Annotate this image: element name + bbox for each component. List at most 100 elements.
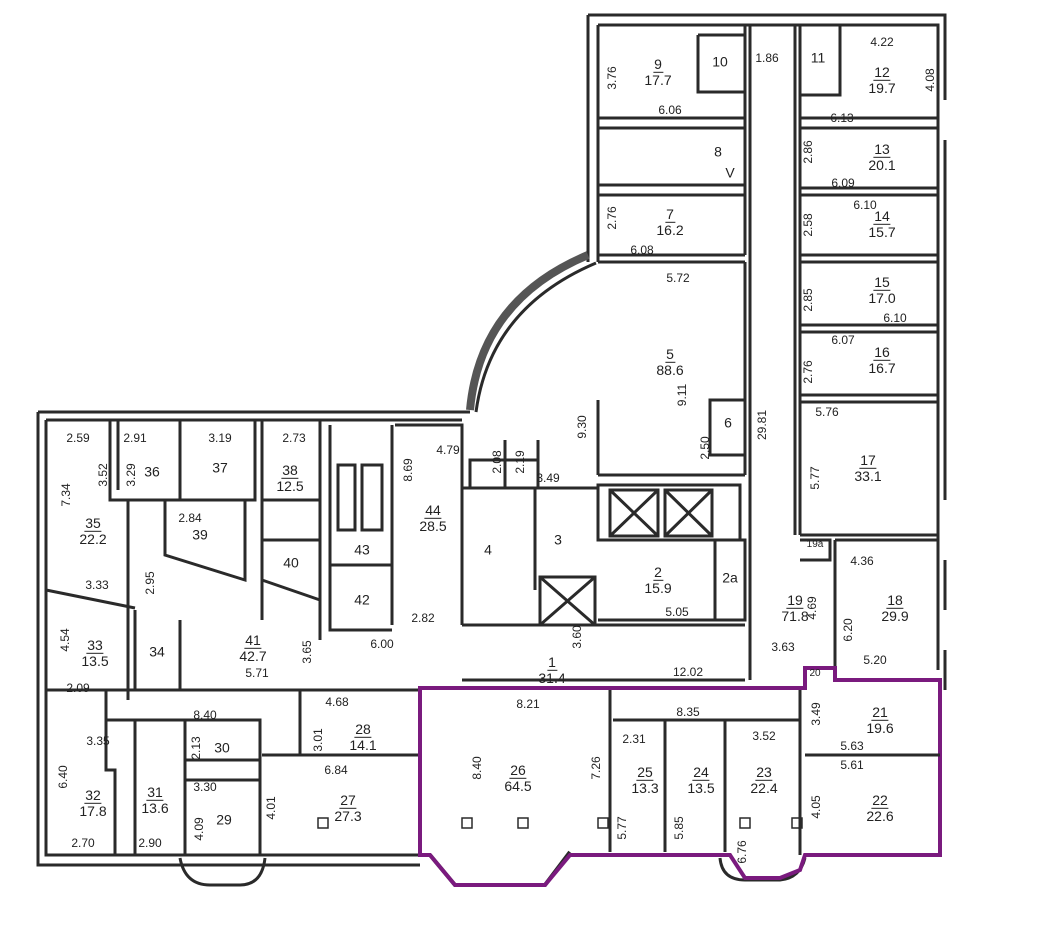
room-number: 17 xyxy=(859,451,877,469)
room-number: 29 xyxy=(216,811,232,828)
room-area: 20.1 xyxy=(868,156,896,173)
room-number: 15 xyxy=(873,273,891,291)
dimension-label: 5.85 xyxy=(672,816,686,840)
dimension-label: 6.20 xyxy=(841,618,855,642)
walls xyxy=(36,13,947,887)
dimension-label: 2.13 xyxy=(189,736,203,760)
columns xyxy=(317,817,803,829)
room-label-29: 29 xyxy=(215,811,233,828)
room-area: 17.8 xyxy=(79,802,107,819)
dimension-label: 2.58 xyxy=(801,213,815,237)
dimension-label: 9.30 xyxy=(575,415,589,439)
dimension-label: 4.09 xyxy=(192,817,206,841)
room-area: 14.1 xyxy=(349,736,377,753)
dimension-label: 2.08 xyxy=(490,450,504,474)
dimension-label: 2.31 xyxy=(622,732,646,746)
dimension-label: 5.20 xyxy=(863,653,887,667)
room-label-3: 3 xyxy=(553,532,563,548)
room-number: 21 xyxy=(871,703,889,721)
dimension-label: 2.91 xyxy=(123,431,147,445)
room-number: V xyxy=(725,164,735,181)
room-number: 40 xyxy=(283,554,299,571)
dimension-label: 5.61 xyxy=(840,758,864,772)
room-area: 16.7 xyxy=(868,359,896,376)
dimension-label: 6.07 xyxy=(831,333,855,347)
room-area: 19.6 xyxy=(866,719,894,736)
room-number: 16 xyxy=(873,343,891,361)
dimension-label: 7.34 xyxy=(59,483,73,507)
dimension-label: 12.02 xyxy=(672,665,704,679)
room-area: 15.7 xyxy=(868,223,896,240)
room-number: 2a xyxy=(722,569,738,586)
dimension-label: 4.22 xyxy=(870,35,894,49)
room-area: 33.1 xyxy=(854,467,882,484)
room-area: 22.2 xyxy=(79,530,107,547)
highlight-inner-walls xyxy=(608,690,940,855)
dimension-label: 2.70 xyxy=(71,836,95,850)
dimension-label: 2.50 xyxy=(698,436,712,460)
room-label-20: 20 xyxy=(808,667,821,680)
room-area: 12.5 xyxy=(276,477,304,494)
room-area: 17.0 xyxy=(868,289,896,306)
dimension-label: 2.86 xyxy=(801,140,815,164)
room-label-42: 42 xyxy=(353,591,371,608)
dimension-label: 4.54 xyxy=(58,628,72,652)
room-number: 19 xyxy=(786,591,804,609)
room-area: 22.6 xyxy=(866,807,894,824)
room-area: 22.4 xyxy=(750,779,778,796)
room-label-36: 36 xyxy=(143,464,161,480)
dimension-label: 6.10 xyxy=(883,311,907,325)
dimension-label: 3.29 xyxy=(124,463,138,487)
room-area: 13.6 xyxy=(141,799,169,816)
dimension-label: 6.40 xyxy=(56,765,70,789)
dimension-label: 8.40 xyxy=(470,756,484,780)
room-area: 17.7 xyxy=(644,71,672,88)
room-area: 13.5 xyxy=(687,779,715,796)
dimension-label: 5.72 xyxy=(666,271,690,285)
room-area: 27.3 xyxy=(334,807,362,824)
room-label-11: 11 xyxy=(810,50,827,66)
highlight-outline xyxy=(418,666,942,887)
room-number: 35 xyxy=(84,514,102,532)
room-number: 9 xyxy=(653,55,663,73)
dimension-label: 3.49 xyxy=(536,471,560,485)
room-number: 20 xyxy=(809,667,821,679)
room-label-39: 39 xyxy=(191,526,209,543)
dimension-label: 4.79 xyxy=(436,443,460,457)
room-number: 34 xyxy=(149,643,165,660)
room-label-34: 34 xyxy=(148,643,166,660)
dimension-label: 2.85 xyxy=(801,288,815,312)
dimension-label: 6.76 xyxy=(735,840,749,864)
room-number: 18 xyxy=(886,591,904,609)
room-number: 44 xyxy=(424,501,442,519)
dimension-label: 2.19 xyxy=(513,450,527,474)
dimension-label: 4.69 xyxy=(805,596,819,620)
room-number: 33 xyxy=(86,636,104,654)
dimension-label: 8.40 xyxy=(193,708,217,722)
room-number: 31 xyxy=(146,783,164,801)
room-number: 39 xyxy=(192,526,208,543)
room-number: 42 xyxy=(354,591,370,608)
dimension-label: 4.68 xyxy=(325,695,349,709)
dimension-label: 6.06 xyxy=(658,103,682,117)
room-number: 2 xyxy=(653,563,663,581)
room-number: 7 xyxy=(665,205,675,223)
room-label-30: 30 xyxy=(213,740,231,756)
room-number: 28 xyxy=(354,720,372,738)
dimension-label: 3.01 xyxy=(311,728,325,752)
room-number: 19a xyxy=(806,538,824,550)
room-area: 13.3 xyxy=(631,779,659,796)
dimension-label: 6.00 xyxy=(370,637,394,651)
